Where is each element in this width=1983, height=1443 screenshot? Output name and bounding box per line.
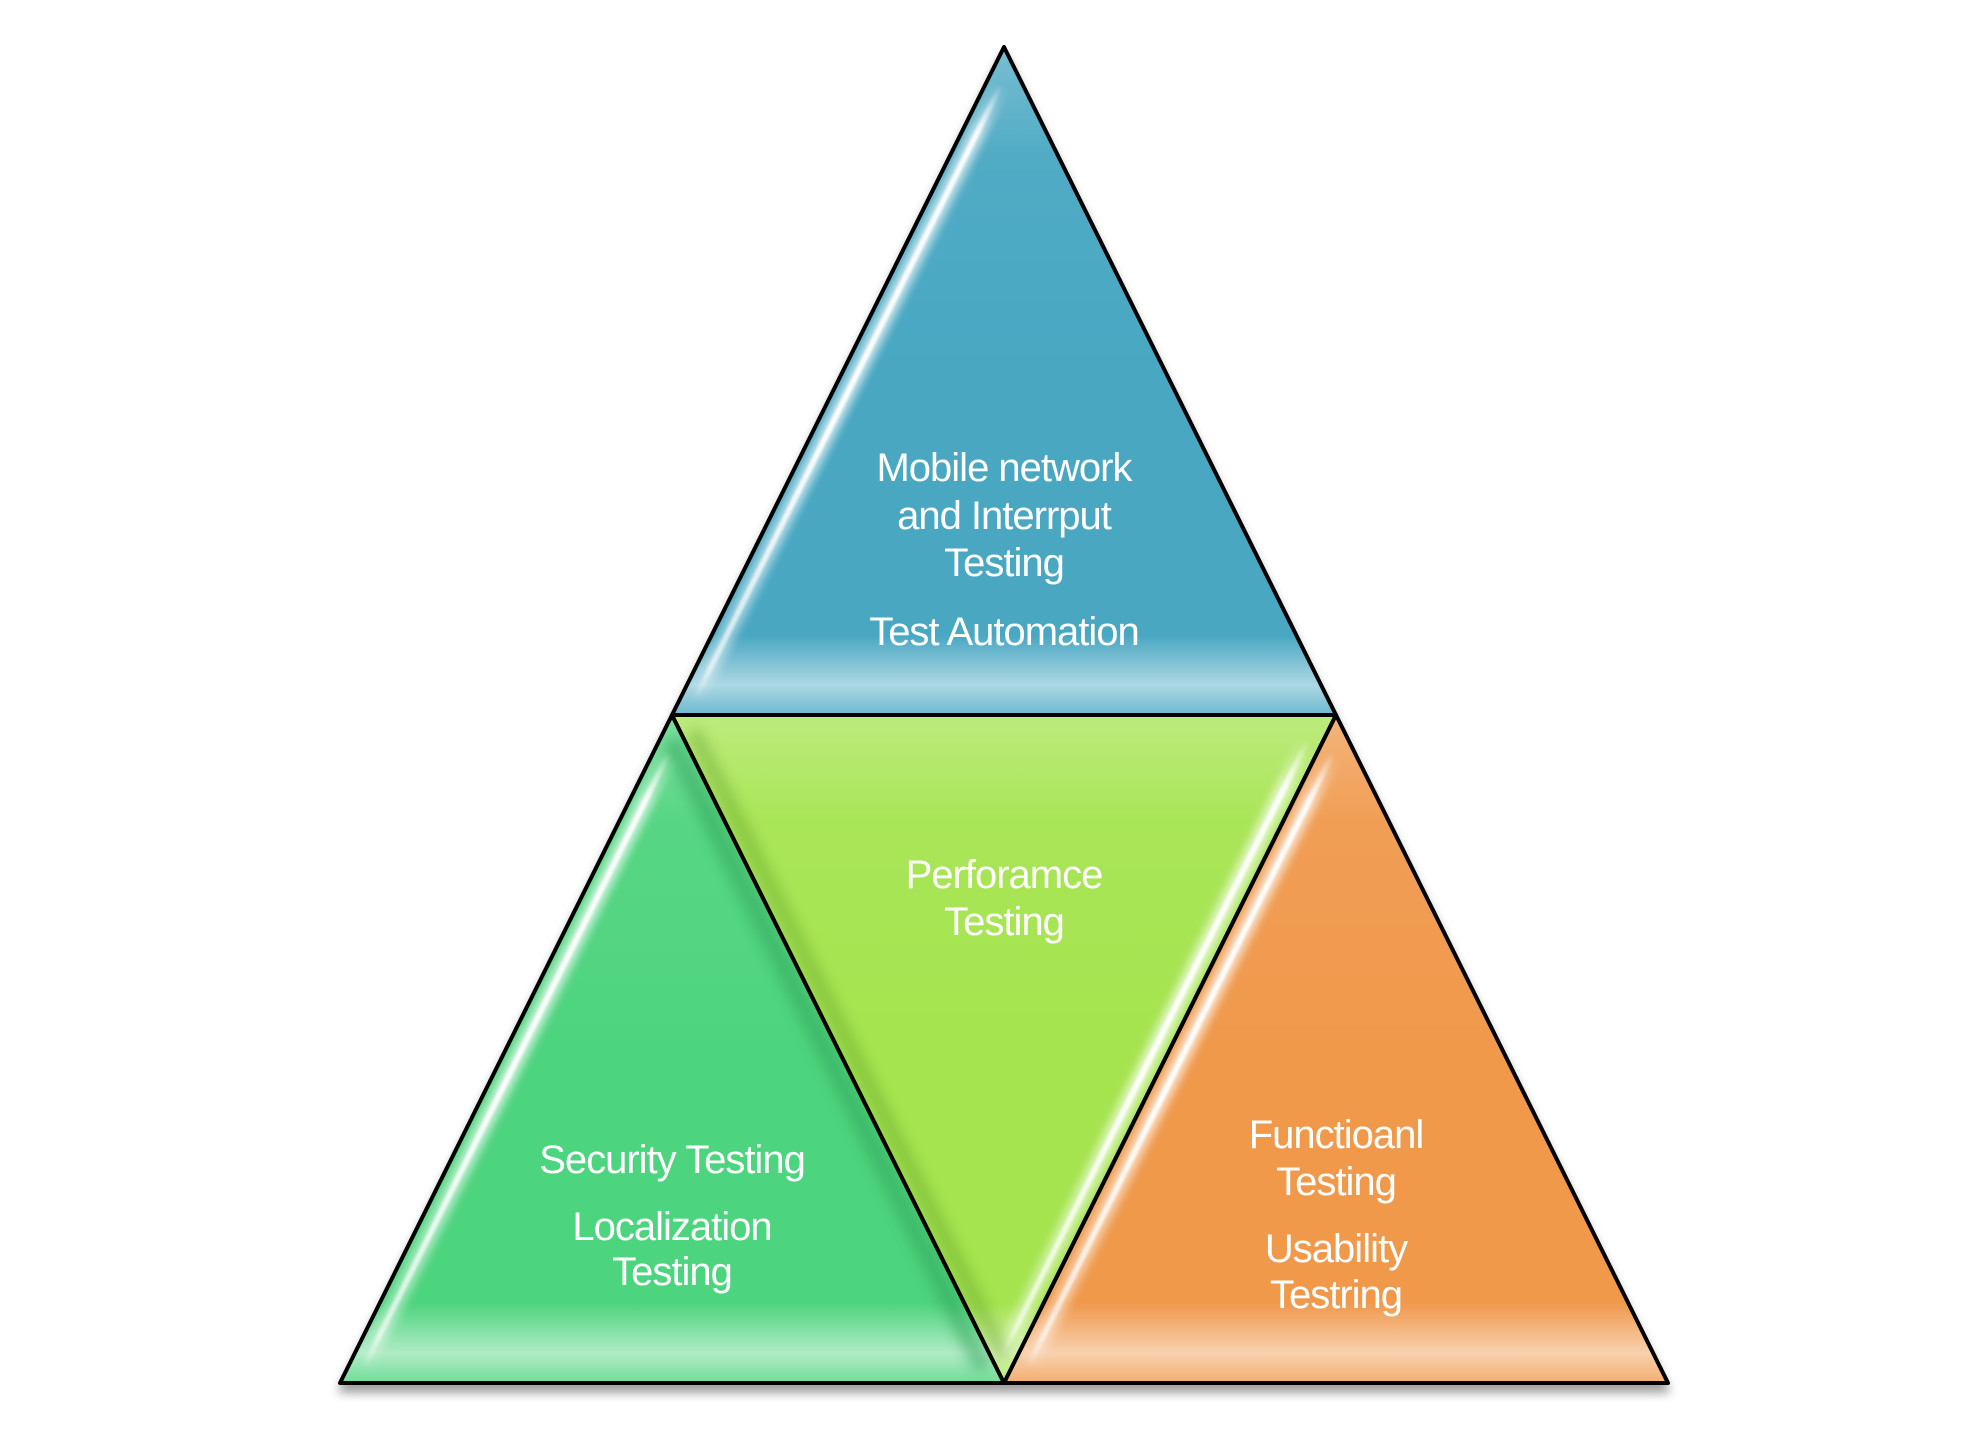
label-line: Test Automation: [869, 610, 1139, 654]
section-bottom-right-outline: [1002, 713, 1670, 1385]
section-top-label: Mobile network and Interrput Testing Tes…: [869, 446, 1140, 654]
label-line: and Interrput: [897, 494, 1112, 538]
label-line: Perforamce: [906, 853, 1103, 897]
section-top-gloss-overlay: [672, 47, 1336, 715]
label-line: Usability: [1265, 1227, 1408, 1271]
section-bottom-right-label: Functioanl Testing Usability Testring: [1249, 1113, 1425, 1317]
label-line: Functioanl: [1249, 1113, 1424, 1157]
section-bottom-right-gloss-overlay: [1004, 715, 1668, 1383]
label-line: Testing: [1276, 1160, 1396, 1204]
section-bottom-left-gloss-overlay: [340, 715, 1004, 1383]
section-bottom-left: [338, 713, 1006, 1385]
section-middle-highlight-streak: [688, 729, 1316, 1362]
section-middle-gloss-overlay: [672, 715, 1336, 1383]
label-line: Testing: [612, 1250, 732, 1294]
label-line: Localization: [572, 1205, 771, 1249]
section-bottom-right: [1002, 713, 1670, 1385]
section-middle: [670, 713, 1338, 1385]
label-line: Testring: [1270, 1273, 1402, 1317]
section-bottom-left-label: Security Testing Localization Testing: [539, 1138, 806, 1294]
label-line: Mobile network: [876, 446, 1133, 490]
section-bottom-left-highlight-streak: [356, 737, 990, 1375]
label-line: Security Testing: [539, 1138, 805, 1182]
section-middle-label: Perforamce Testing: [906, 853, 1104, 944]
section-bottom-right-highlight-streak: [1020, 745, 1341, 1375]
section-top-highlight-streak: [687, 77, 1009, 707]
label-line: Testing: [944, 541, 1064, 585]
label-line: Testing: [944, 900, 1064, 944]
